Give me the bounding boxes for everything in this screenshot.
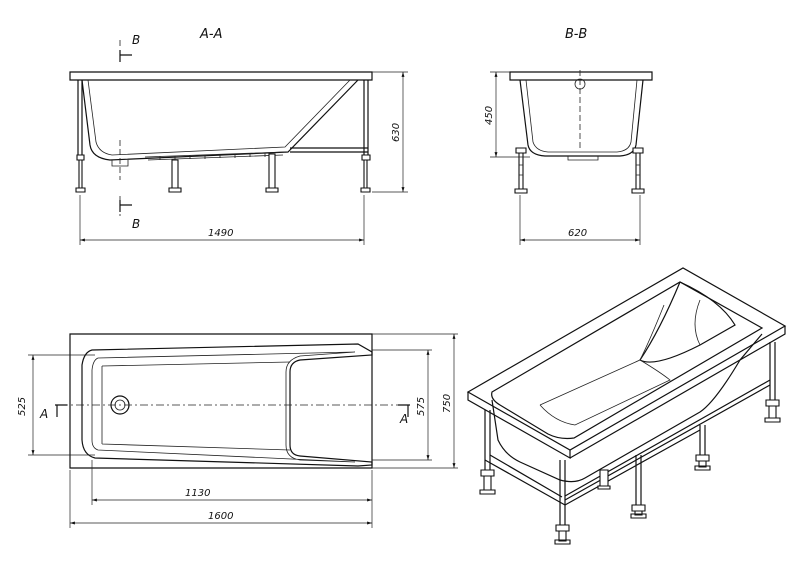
dim-plan-overall-width: 750	[442, 394, 453, 413]
section-bb-label: B-B	[565, 27, 587, 42]
plan-view	[28, 333, 458, 528]
dim-plan-inner-width-right: 575	[416, 397, 427, 416]
dim-side-length: 1490	[208, 228, 233, 239]
section-aa-view	[69, 40, 408, 245]
dim-plan-inner-length: 1130	[185, 488, 210, 499]
dim-side-height: 630	[391, 123, 402, 142]
cut-b-bottom-label: B	[132, 217, 140, 231]
isometric-view	[466, 267, 787, 545]
dim-end-width: 620	[568, 228, 587, 239]
section-aa-label: A-A	[199, 27, 222, 42]
section-bb-view	[490, 70, 653, 245]
dim-plan-inner-width-left: 525	[17, 397, 28, 416]
dim-plan-overall-length: 1600	[208, 511, 233, 522]
cut-b-top-label: B	[132, 33, 140, 47]
cut-a-right-label: A	[399, 412, 408, 426]
dim-end-height: 450	[484, 106, 495, 125]
cut-a-left-label: A	[39, 407, 48, 421]
